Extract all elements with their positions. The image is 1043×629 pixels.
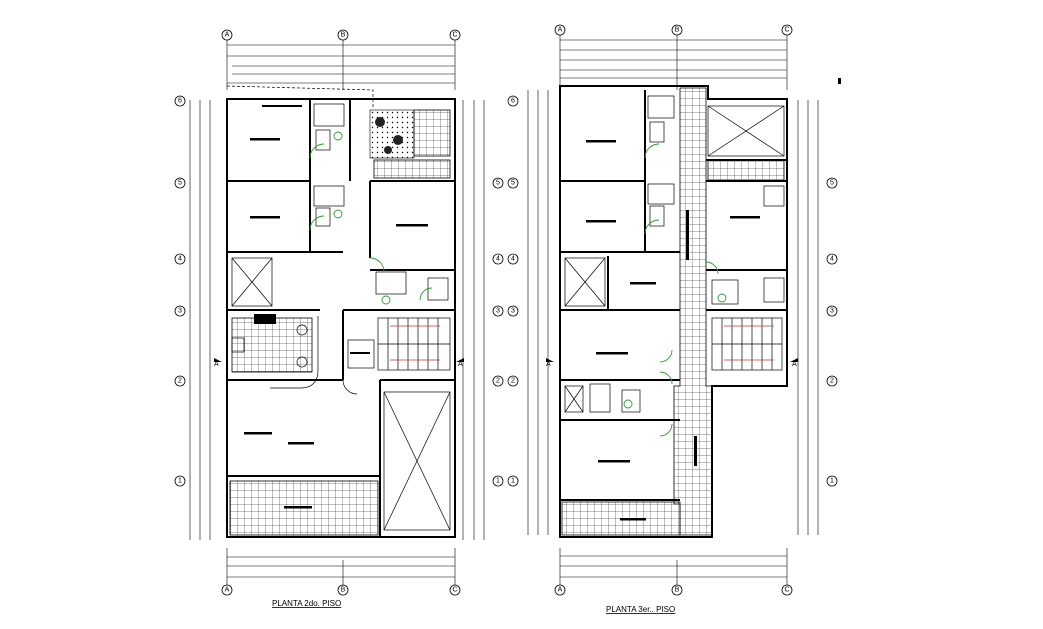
bathroom-fixtures-right <box>589 95 785 437</box>
axis-4-left-right-plan: 4 <box>511 256 515 263</box>
axis-3-left: 3 <box>178 308 182 315</box>
room-label-marks-right <box>586 78 841 521</box>
column-axes-bottom-left: A B C <box>221 584 461 596</box>
side-dimensions-right <box>527 90 819 535</box>
axis-2-left: 2 <box>178 378 182 385</box>
top-dimensions-right <box>559 30 788 90</box>
kitchen-left <box>231 314 319 389</box>
axis-c-bottom-right: C <box>784 587 789 594</box>
room-label-marks-left <box>244 105 428 509</box>
corridor-tiles-right <box>673 87 713 536</box>
interior-walls-right <box>560 90 787 501</box>
axis-1-left-right-plan: 1 <box>511 478 515 485</box>
axis-b-top-right: B <box>675 27 680 34</box>
bottom-dimensions-left <box>226 548 456 590</box>
axis-2-right: 2 <box>496 378 500 385</box>
axis-4-left: 4 <box>178 256 182 263</box>
voids-right <box>564 105 785 413</box>
section-mark-a-east-right: A <box>792 361 797 368</box>
axis-3-right-right-plan: 3 <box>830 308 834 315</box>
voids-left <box>231 257 451 531</box>
plan-title-second-floor: PLANTA 2do. PISO <box>272 599 341 608</box>
row-axes-left-plan: 6 5 4 3 2 1 5 4 3 2 1 <box>174 95 504 487</box>
plan-third-floor: A B C A B C 6 5 4 3 2 1 5 4 3 2 1 <box>507 24 841 614</box>
axis-c-top: C <box>452 32 457 39</box>
axis-b-bottom: B <box>341 587 346 594</box>
axis-a-top: A <box>225 32 230 39</box>
axis-5-left: 5 <box>178 180 182 187</box>
axis-b-top: B <box>341 32 346 39</box>
axis-c-top-right: C <box>784 27 789 34</box>
column-axes-bottom-right: A B C <box>554 584 793 596</box>
axis-a-bottom: A <box>225 587 230 594</box>
axis-4-right: 4 <box>496 256 500 263</box>
outer-wall-right-plan <box>559 85 788 538</box>
axis-5-left-right-plan: 5 <box>511 180 515 187</box>
plan-second-floor: A B C A B C 6 5 4 3 2 1 5 4 3 2 1 <box>174 29 504 608</box>
column-axes-top-right: A B C <box>554 24 793 36</box>
stairs-left <box>347 317 451 371</box>
side-dimensions-left <box>189 100 485 540</box>
bottom-dimensions-right <box>559 548 788 590</box>
section-marks-left: A A <box>214 358 464 368</box>
axis-b-bottom-right: B <box>675 587 680 594</box>
axis-5-right: 5 <box>496 180 500 187</box>
axis-6-left-right-plan: 6 <box>511 98 515 105</box>
bathroom-fixtures-left <box>309 103 449 305</box>
axis-4-right-right-plan: 4 <box>830 256 834 263</box>
plan-title-third-floor: PLANTA 3er.. PISO <box>606 605 675 614</box>
row-axes-right-plan: 6 5 4 3 2 1 5 4 3 2 1 <box>507 95 838 487</box>
outer-wall-left-plan <box>226 98 456 538</box>
axis-1-right: 1 <box>496 478 500 485</box>
axis-c-bottom: C <box>452 587 457 594</box>
axis-a-bottom-right: A <box>558 587 563 594</box>
section-mark-a-west-right: A <box>546 361 551 368</box>
section-marks-right: A A <box>546 358 798 368</box>
doors-left <box>342 257 433 395</box>
axis-1-left: 1 <box>178 478 182 485</box>
axis-a-top-right: A <box>558 27 563 34</box>
section-mark-a-west: A <box>214 361 219 368</box>
axis-3-left-right-plan: 3 <box>511 308 515 315</box>
top-dimensions-left <box>226 40 456 90</box>
axis-2-right-right-plan: 2 <box>830 378 834 385</box>
axis-5-right-right-plan: 5 <box>830 180 834 187</box>
axis-1-right-right-plan: 1 <box>830 478 834 485</box>
roof-outline <box>226 85 374 108</box>
axis-6-left: 6 <box>178 98 182 105</box>
axis-3-right: 3 <box>496 308 500 315</box>
column-axes-top-left: A B C <box>221 29 461 41</box>
patio-planters <box>369 109 451 179</box>
section-mark-a-east: A <box>458 361 463 368</box>
stairs-right <box>711 317 783 371</box>
axis-2-left-right-plan: 2 <box>511 378 515 385</box>
